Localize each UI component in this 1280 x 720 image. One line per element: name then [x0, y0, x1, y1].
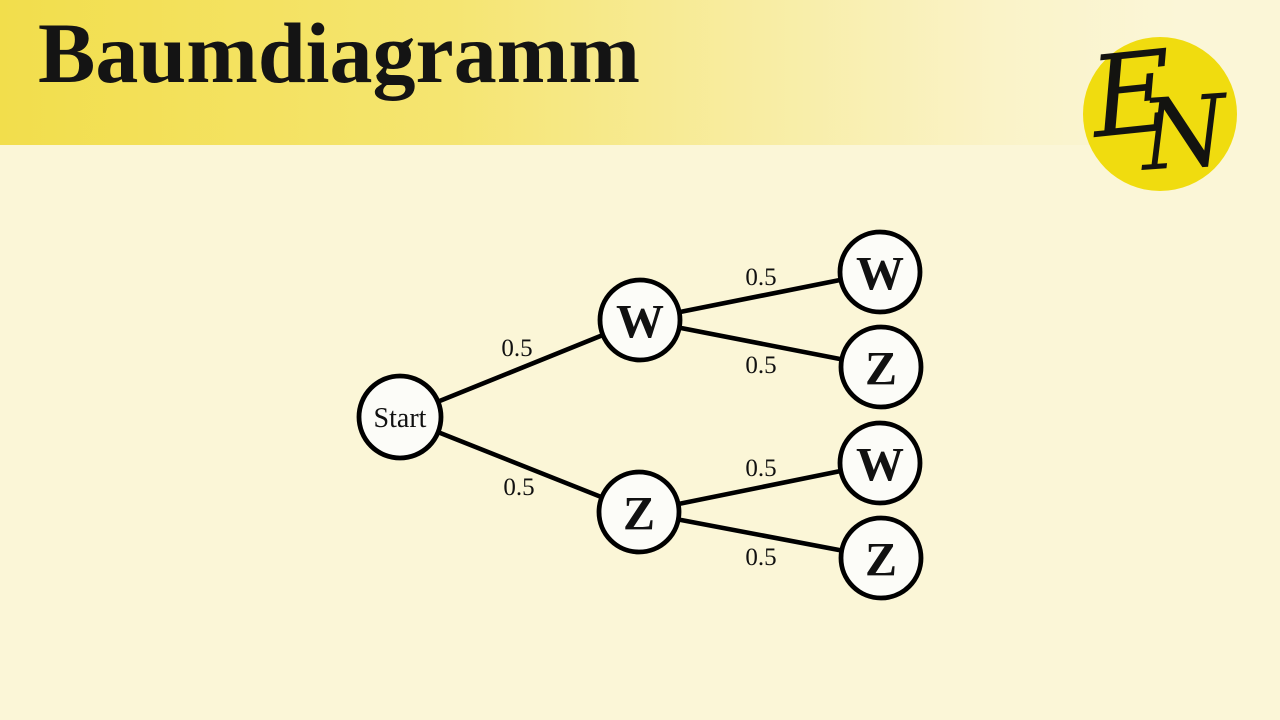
edge-probability-label-w1-z2: 0.5 — [745, 352, 776, 379]
edge-probability-label-start-z1: 0.5 — [503, 474, 534, 501]
tree-node-label-z1: Z — [623, 487, 655, 540]
edge-probability-label-z1-w3: 0.5 — [745, 455, 776, 482]
edge-probability-label-w1-w2: 0.5 — [745, 264, 776, 291]
tree-node-z3 — [838, 515, 924, 601]
tree-node-label-w2: W — [856, 247, 904, 300]
tree-node-label-start: Start — [374, 403, 427, 434]
header-band — [0, 0, 1280, 145]
page-title: Baumdiagramm — [38, 5, 640, 101]
tree-node-w1 — [597, 277, 683, 363]
edge-probability-label-z1-z3: 0.5 — [745, 544, 776, 571]
tree-node-start — [356, 373, 444, 461]
tree-node-label-z2: Z — [865, 342, 897, 395]
tree-node-w3 — [837, 420, 923, 506]
tree-node-label-w3: W — [856, 438, 904, 491]
tree-node-z2 — [838, 324, 924, 410]
logo-circle: E N — [1083, 26, 1237, 194]
edge-probability-label-start-w1: 0.5 — [501, 335, 532, 362]
tree-node-label-w1: W — [616, 295, 664, 348]
tree-node-w2 — [837, 229, 923, 315]
tree-node-label-z3: Z — [865, 533, 897, 586]
tree-node-z1 — [596, 469, 682, 555]
